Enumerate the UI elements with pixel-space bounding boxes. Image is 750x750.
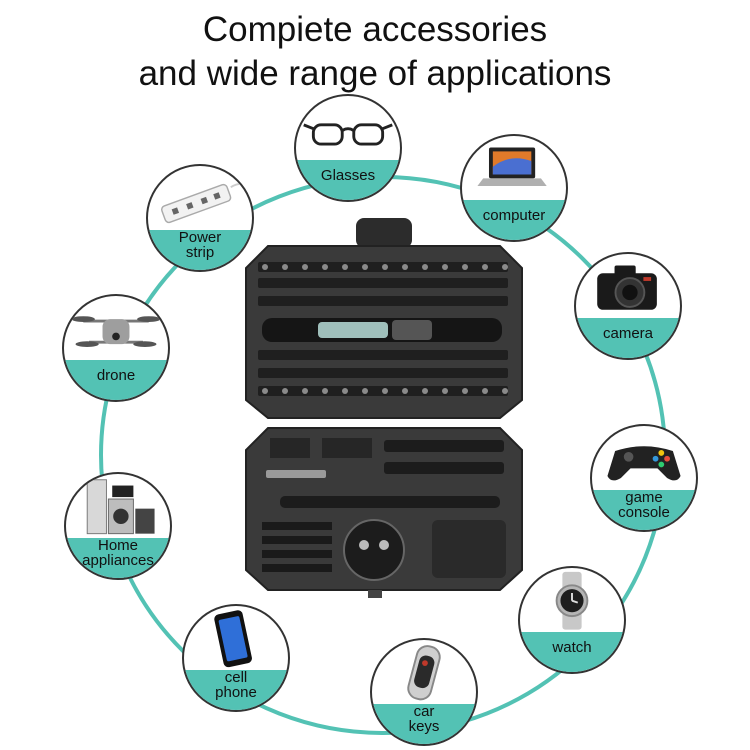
label-camera: camera — [602, 324, 654, 342]
gamepad-icon — [607, 446, 681, 481]
case-handle — [356, 218, 412, 248]
glasses-icon — [303, 123, 393, 146]
car-key-icon — [407, 645, 441, 701]
phone-icon — [214, 610, 252, 668]
power-strip-icon — [161, 182, 249, 224]
appliances-icon — [86, 479, 155, 535]
badge-glasses: Glasses — [294, 94, 402, 202]
label-watch: watch — [552, 638, 592, 656]
badge-camera: camera — [574, 252, 682, 360]
badge-drone: drone — [62, 294, 170, 402]
page-title: Compiete accessories and wide range of a… — [0, 8, 750, 96]
title-line-1: Compiete accessories — [202, 10, 548, 49]
drone-icon — [71, 316, 161, 347]
watch-icon — [555, 571, 589, 630]
label-drone: drone — [96, 366, 136, 384]
laptop-icon — [477, 147, 547, 187]
badge-watch: watch — [518, 566, 626, 674]
camera-icon — [597, 265, 657, 310]
badge-computer: computer — [460, 134, 568, 242]
title-line-2: and wide range of applications — [138, 54, 612, 93]
label-computer: computer — [482, 206, 546, 224]
label-glasses: Glasses — [320, 166, 376, 184]
spudger-wheel — [343, 519, 405, 581]
